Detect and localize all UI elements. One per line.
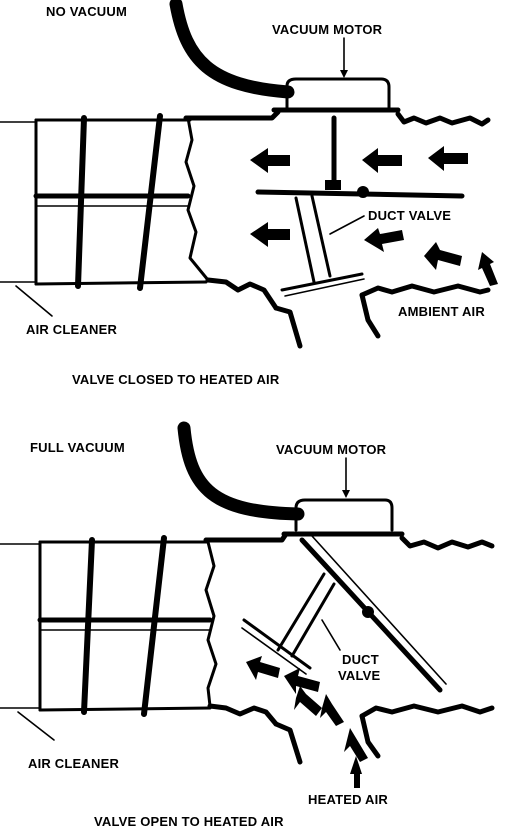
caption-valve-closed: VALVE CLOSED TO HEATED AIR (72, 372, 280, 387)
vacuum-motor-label: VACUUM MOTOR (276, 442, 387, 457)
airflow-arrows (250, 146, 498, 286)
duct-valve-label-line1: DUCT (342, 652, 379, 667)
vacuum-hose (177, 421, 305, 521)
vacuum-motor (271, 77, 401, 113)
ambient-air-label: AMBIENT AIR (398, 304, 485, 319)
duct-valve (255, 115, 465, 297)
top-vacuum-state-label: FULL VACUUM (30, 440, 125, 455)
air-cleaner (0, 535, 213, 717)
airflow-arrows (246, 656, 368, 788)
vacuum-motor (281, 498, 405, 537)
intake-duct (183, 109, 491, 349)
intake-duct (203, 531, 495, 765)
duct-valve-label: DUCT VALVE (368, 208, 451, 223)
vacuum-motor-label: VACUUM MOTOR (272, 22, 383, 37)
diagram-valve-open: FULL VACUUM VACUUM MOTOR DUCT VALVE HEAT… (0, 421, 495, 828)
duct-valve-label-line2: VALVE (338, 668, 381, 683)
top-vacuum-state-label: NO VACUUM (46, 4, 127, 19)
vacuum-hose (169, 0, 295, 99)
air-cleaner-label: AIR CLEANER (28, 756, 119, 771)
caption-valve-open: VALVE OPEN TO HEATED AIR (94, 814, 284, 828)
air-cleaner-label: AIR CLEANER (26, 322, 117, 337)
diagram-valve-closed: NO VACUUM VACUUM MOTOR DUCT VALVE AMBIEN… (0, 0, 498, 387)
leader-lines (17, 457, 350, 741)
heated-air-label: HEATED AIR (308, 792, 388, 807)
leader-lines (15, 37, 365, 317)
duct-valve (241, 535, 447, 693)
air-cleaner (0, 113, 208, 291)
